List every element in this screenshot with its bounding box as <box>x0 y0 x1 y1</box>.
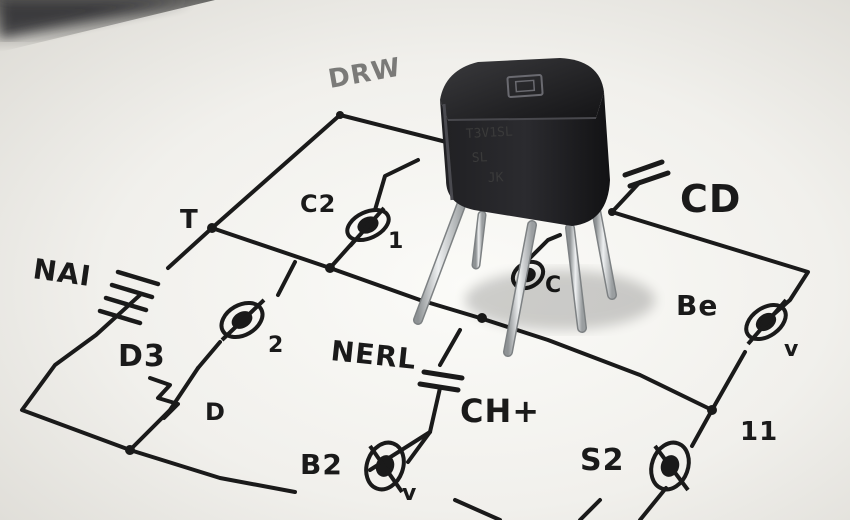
label-d3: D3 <box>118 339 166 374</box>
label-s2: S2 <box>580 443 624 478</box>
lead-front-left <box>413 195 468 325</box>
label-t: T <box>180 205 199 235</box>
label-11: 11 <box>740 417 778 447</box>
chip-shadow <box>465 270 655 330</box>
resistor-d <box>148 376 180 420</box>
diode-2 <box>219 298 266 342</box>
diode-s2 <box>649 440 691 492</box>
transistor-chip: T3V1SL SL JK <box>440 58 610 226</box>
capacitor-cd <box>622 159 671 189</box>
label-2: 2 <box>268 333 284 358</box>
label-v-right: v <box>784 337 799 362</box>
label-1: 1 <box>388 229 404 254</box>
circuit-wires <box>20 113 810 520</box>
chip-marking-2: SL <box>471 150 488 166</box>
pen-shadow <box>0 0 215 52</box>
label-be: Be <box>676 289 718 322</box>
chip-marking-1: T3V1SL <box>465 125 513 142</box>
diode-c2 <box>345 206 391 248</box>
chip-marking-3: JK <box>487 170 504 186</box>
label-c2: C2 <box>300 190 336 218</box>
lead-back-left <box>471 210 487 270</box>
chip-side-highlight <box>442 103 454 201</box>
label-v-bottom: v <box>402 481 417 506</box>
transistor-leads <box>413 195 617 357</box>
label-cd: CD <box>680 177 741 221</box>
chip-logo-icon <box>506 73 544 99</box>
label-nerl: NERL <box>329 334 418 376</box>
chip-top-edge <box>447 117 597 121</box>
label-drw: DRW <box>326 53 403 95</box>
diode-b2 <box>364 440 406 494</box>
label-cht: CH+ <box>460 392 540 430</box>
lead-front-mid <box>503 220 537 357</box>
chip-top-face <box>440 58 604 120</box>
diode-be <box>744 298 788 346</box>
lead-far-right <box>591 205 617 300</box>
capacitor-ch <box>417 369 465 393</box>
battery-nai <box>97 269 161 326</box>
chip-front-face <box>440 92 610 226</box>
lead-front-right <box>565 223 587 333</box>
label-nai: NAI <box>31 252 94 293</box>
label-d: D <box>205 398 226 426</box>
label-b2: B2 <box>300 448 343 481</box>
